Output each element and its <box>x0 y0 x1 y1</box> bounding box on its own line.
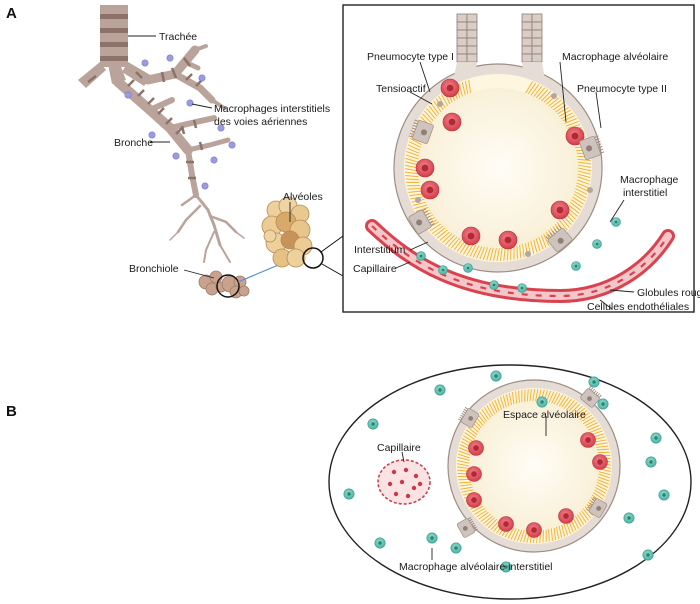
capillary-vessel <box>365 219 675 304</box>
label-interstitial-macrophage-2: interstitiel <box>623 187 667 199</box>
panel-b-label: B <box>6 403 17 420</box>
label-alveolar-interstitial-macrophage: Macrophage alvéolaire interstitiel <box>399 561 553 573</box>
label-trachea: Trachée <box>159 31 197 43</box>
label-red-blood-cells: Globules rouges <box>637 287 700 299</box>
alveolar-wall-cells-b <box>456 386 608 538</box>
label-alveolar-space: Espace alvéolaire <box>503 409 586 421</box>
interstitial-macrophages-b <box>343 370 670 573</box>
label-alveolar-macrophage: Macrophage alvéolaire <box>562 51 668 63</box>
airway-tree <box>78 5 344 299</box>
capillary-cross-section <box>377 459 431 505</box>
label-capillary-b: Capillaire <box>377 442 421 454</box>
interstitial-macrophages-a <box>416 217 621 293</box>
label-capillary-a: Capillaire <box>353 263 397 275</box>
label-bronchiole: Bronchiole <box>129 263 179 275</box>
label-surfactant: Tensioactif <box>376 83 426 95</box>
panel-a-label: A <box>6 5 17 22</box>
alveolar-wall-cells-a <box>408 78 605 257</box>
label-interstitial-macrophage-1: Macrophage <box>620 174 679 186</box>
label-interstitial-airway-macrophages-1: Macrophages interstitiels <box>214 103 330 115</box>
label-endothelial-cells: Cellules endothéliales <box>587 301 689 313</box>
label-alveoli: Alvéoles <box>283 191 323 203</box>
label-pneumocyte-type-1: Pneumocyte type I <box>367 51 454 63</box>
label-pneumocyte-type-2: Pneumocyte type II <box>577 83 667 95</box>
label-bronchus: Bronche <box>114 137 153 149</box>
label-interstitial-airway-macrophages-2: des voies aériennes <box>214 116 307 128</box>
alveolar-ducts <box>456 13 543 63</box>
label-interstitium: Interstitium <box>354 244 406 256</box>
